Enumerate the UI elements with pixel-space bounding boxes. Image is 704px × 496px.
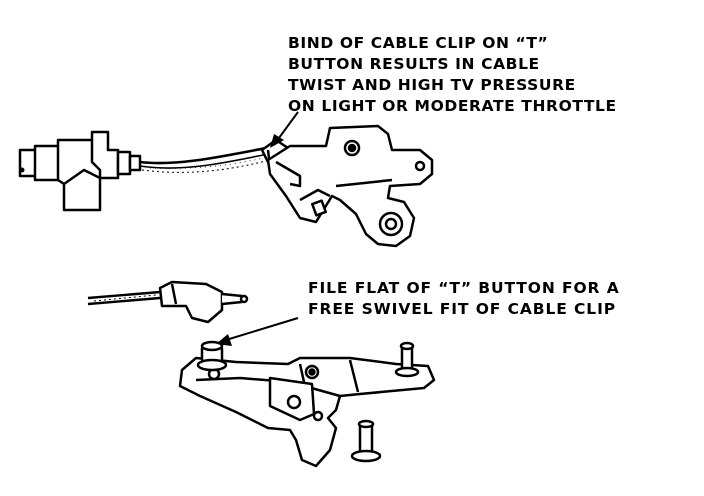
throttle-lever-bracket-top — [266, 124, 434, 248]
fitting-dot — [19, 167, 25, 173]
callout-top-line-3: TWIST AND HIGH TV PRESSURE — [288, 76, 576, 94]
throttle-lever-bracket-bottom — [178, 356, 436, 468]
callout-top-line-1: BIND OF CABLE CLIP ON “T” — [288, 34, 549, 52]
throttle-valve-housing — [18, 130, 142, 212]
leader-arrow-top — [270, 111, 299, 148]
callout-top-line-4: ON LIGHT OR MODERATE THROTTLE — [288, 97, 617, 115]
callout-bottom-line-1: FILE FLAT OF “T” BUTTON FOR A — [308, 279, 620, 297]
cable-clip-bottom — [158, 280, 249, 324]
callout-top: BIND OF CABLE CLIP ON “T” BUTTON RESULTS… — [288, 33, 617, 117]
throttle-cable-bottom — [87, 290, 161, 306]
stud-right — [394, 341, 420, 378]
stud-lower — [350, 419, 382, 463]
leader-arrow-bottom — [216, 317, 299, 346]
callout-top-line-2: BUTTON RESULTS IN CABLE — [288, 55, 540, 73]
t-button — [196, 340, 228, 372]
callout-bottom-line-2: FREE SWIVEL FIT OF CABLE CLIP — [308, 300, 616, 318]
throttle-cable-top — [139, 146, 273, 173]
callout-bottom: FILE FLAT OF “T” BUTTON FOR A FREE SWIVE… — [308, 278, 620, 320]
